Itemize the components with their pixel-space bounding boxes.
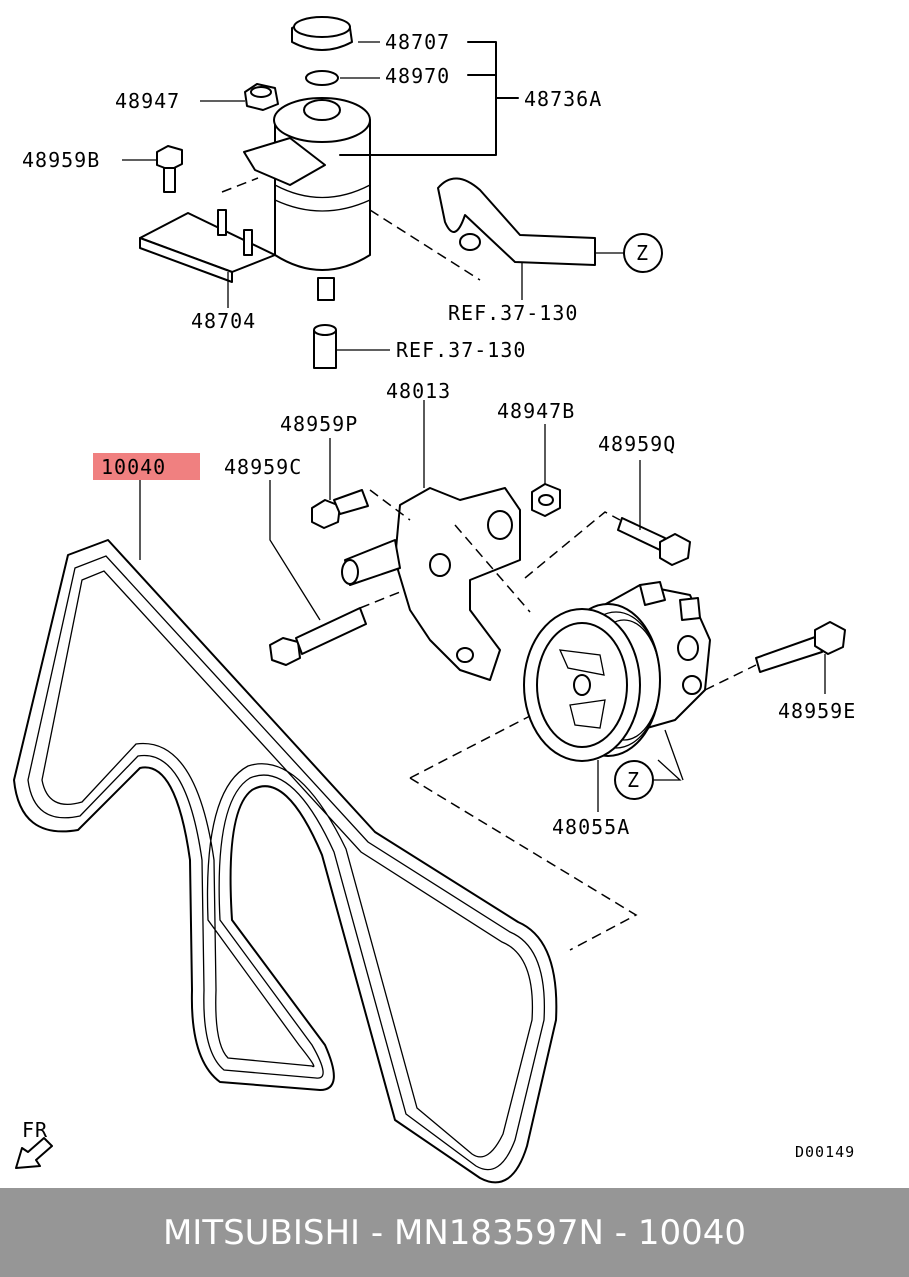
footer-position: N - 10040 <box>578 1212 747 1253</box>
label-10040: 10040 <box>101 455 166 479</box>
footer-part-number: MN183597 <box>393 1212 579 1253</box>
zone-circle-bottom <box>614 760 654 800</box>
diagram-code: D00149 <box>795 1143 855 1161</box>
label-48959E: 48959E <box>778 699 856 723</box>
label-48013: 48013 <box>386 379 451 403</box>
label-48959C: 48959C <box>224 455 302 479</box>
reservoir-cap <box>291 16 353 51</box>
label-48959B: 48959B <box>22 148 100 172</box>
pump-bracket <box>341 487 521 681</box>
footer-brand: MITSUBISHI <box>162 1212 361 1253</box>
label-48736A: 48736A <box>524 87 602 111</box>
hose-lower <box>313 324 337 369</box>
zone-label-top: Z <box>636 241 649 265</box>
leader-lines-bottom <box>139 400 826 951</box>
footer-bar: MITSUBISHI - MN183597 N - 10040 <box>0 1188 909 1277</box>
label-48947: 48947 <box>115 89 180 113</box>
reservoir-tank <box>243 97 371 301</box>
drive-belt <box>13 539 558 1184</box>
parts-diagram: 48707 48970 48736A 48947 48959B 48704 RE… <box>13 16 856 1184</box>
label-ref-lower: REF.37-130 <box>396 338 526 362</box>
label-48055A: 48055A <box>552 815 630 839</box>
label-48970: 48970 <box>385 64 450 88</box>
bolt-48959E <box>755 621 846 673</box>
zone-circle-top <box>623 233 663 273</box>
bolt-48959C <box>269 607 367 666</box>
label-48947B: 48947B <box>497 399 575 423</box>
nut-48947 <box>244 83 279 111</box>
bolt-48959Q <box>617 517 691 566</box>
bolt-48959B <box>156 145 183 193</box>
power-steering-pump <box>523 581 711 762</box>
label-ref-upper: REF.37-130 <box>448 301 578 325</box>
label-front: FR <box>22 1118 48 1142</box>
label-48707: 48707 <box>385 30 450 54</box>
part-number-highlight <box>93 453 200 480</box>
front-arrow-icon <box>15 1137 53 1169</box>
leader-lines-top <box>122 41 624 351</box>
o-ring <box>305 70 339 86</box>
zone-label-bottom: Z <box>627 768 640 792</box>
hose-upper <box>437 177 596 266</box>
label-48959Q: 48959Q <box>598 432 676 456</box>
label-48704: 48704 <box>191 309 256 333</box>
nut-48947B <box>531 483 561 517</box>
label-48959P: 48959P <box>280 412 358 436</box>
reservoir-bracket <box>139 209 276 283</box>
bolt-48959P <box>311 489 369 529</box>
